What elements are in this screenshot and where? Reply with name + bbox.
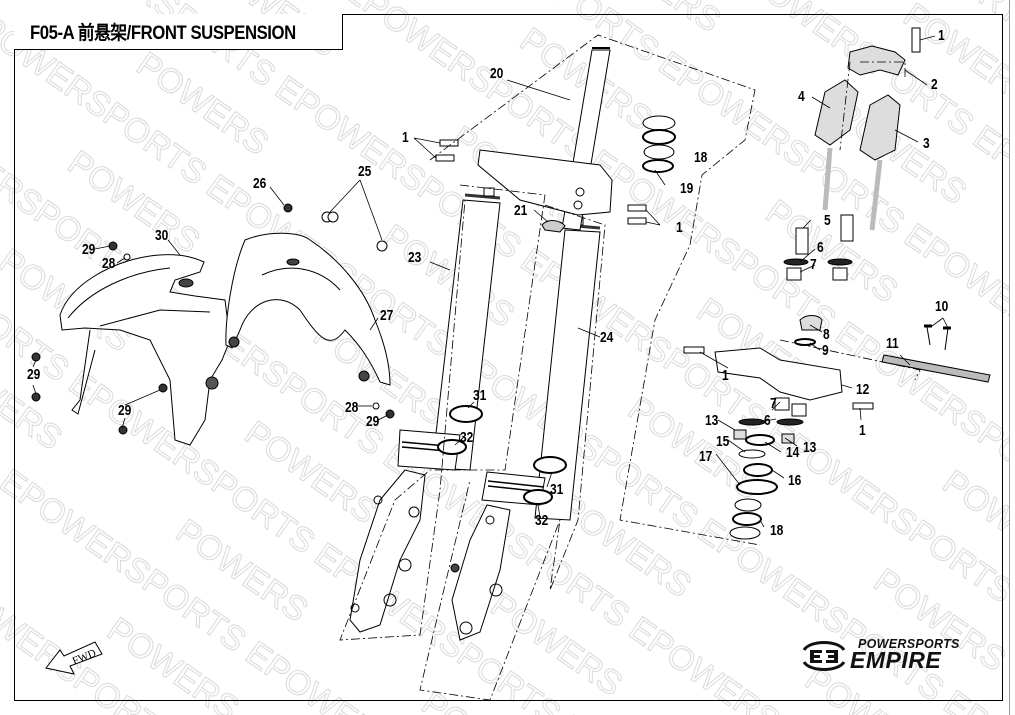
- brand-line-2: EMPIRE: [850, 647, 942, 673]
- empire-wings-logo-icon: [802, 641, 846, 671]
- diagram-border: [14, 14, 1003, 701]
- callout-24[interactable]: 24: [600, 329, 614, 346]
- callout-1[interactable]: 1: [676, 219, 683, 236]
- fork-seals: [437, 405, 567, 505]
- callout-14[interactable]: 14: [786, 444, 800, 461]
- brand-line-1: POWERSPORTS: [858, 637, 960, 651]
- callout-16[interactable]: 16: [788, 472, 802, 489]
- callout-1[interactable]: 1: [938, 27, 945, 44]
- callout-29[interactable]: 29: [82, 241, 96, 258]
- brand-logo: POWERSPORTS EMPIRE: [800, 636, 990, 676]
- page-title: F05-A 前悬架/FRONT SUSPENSION: [30, 23, 296, 44]
- fork-leg-23: [349, 187, 501, 633]
- callout-31[interactable]: 31: [550, 481, 564, 498]
- callout-11[interactable]: 11: [886, 335, 899, 352]
- callout-12[interactable]: 12: [856, 381, 870, 398]
- callout-1[interactable]: 1: [722, 367, 729, 384]
- leader-lines: [32, 35, 949, 528]
- cable-guide-11: [881, 324, 991, 383]
- fork-leg-24: [450, 216, 601, 641]
- lower-bearing-stack: [729, 434, 778, 540]
- callout-4[interactable]: 4: [798, 88, 805, 105]
- callout-31[interactable]: 31: [473, 387, 487, 404]
- callout-28[interactable]: 28: [345, 399, 359, 416]
- bearing-set-upper: [642, 115, 676, 173]
- inner-fender-27: [225, 232, 391, 386]
- callout-30[interactable]: 30: [155, 227, 169, 244]
- scrollbar-edge: [1009, 0, 1015, 715]
- steering-stem-20: [477, 47, 613, 233]
- callout-2[interactable]: 2: [931, 76, 938, 93]
- callout-3[interactable]: 3: [923, 135, 930, 152]
- callout-6[interactable]: 6: [764, 412, 771, 429]
- front-fender-30: [59, 254, 231, 446]
- callout-29[interactable]: 29: [27, 366, 41, 383]
- callout-13[interactable]: 13: [705, 412, 719, 429]
- callout-18[interactable]: 18: [770, 522, 784, 539]
- callout-10[interactable]: 10: [935, 298, 949, 315]
- forward-direction-arrow-icon: FWD: [45, 641, 103, 675]
- callout-32[interactable]: 32: [535, 512, 549, 529]
- callout-1[interactable]: 1: [402, 129, 409, 146]
- callout-32[interactable]: 32: [460, 429, 474, 446]
- callout-20[interactable]: 20: [490, 65, 504, 82]
- lower-triple-clamp-12: [683, 315, 874, 444]
- callout-26[interactable]: 26: [253, 175, 267, 192]
- callout-29[interactable]: 29: [366, 413, 380, 430]
- assembly-boundaries: [339, 34, 921, 701]
- callout-18[interactable]: 18: [694, 149, 708, 166]
- callout-15[interactable]: 15: [716, 433, 730, 450]
- callout-1[interactable]: 1: [859, 422, 866, 439]
- callout-29[interactable]: 29: [118, 402, 132, 419]
- callout-7[interactable]: 7: [770, 395, 777, 412]
- fwd-label: FWD: [71, 647, 98, 667]
- callout-21[interactable]: 21: [514, 202, 528, 219]
- callout-27[interactable]: 27: [380, 307, 394, 324]
- callout-8[interactable]: 8: [823, 326, 830, 343]
- callout-7[interactable]: 7: [810, 256, 817, 273]
- callout-9[interactable]: 9: [822, 342, 829, 359]
- callout-17[interactable]: 17: [699, 448, 713, 465]
- callout-19[interactable]: 19: [680, 180, 694, 197]
- callout-23[interactable]: 23: [408, 249, 422, 266]
- callout-6[interactable]: 6: [817, 239, 824, 256]
- callout-13[interactable]: 13: [803, 439, 817, 456]
- callout-28[interactable]: 28: [102, 255, 116, 272]
- callout-5[interactable]: 5: [824, 212, 831, 229]
- title-box: [14, 14, 343, 50]
- handlebar-clamp-assembly: [783, 27, 921, 281]
- callout-25[interactable]: 25: [358, 163, 372, 180]
